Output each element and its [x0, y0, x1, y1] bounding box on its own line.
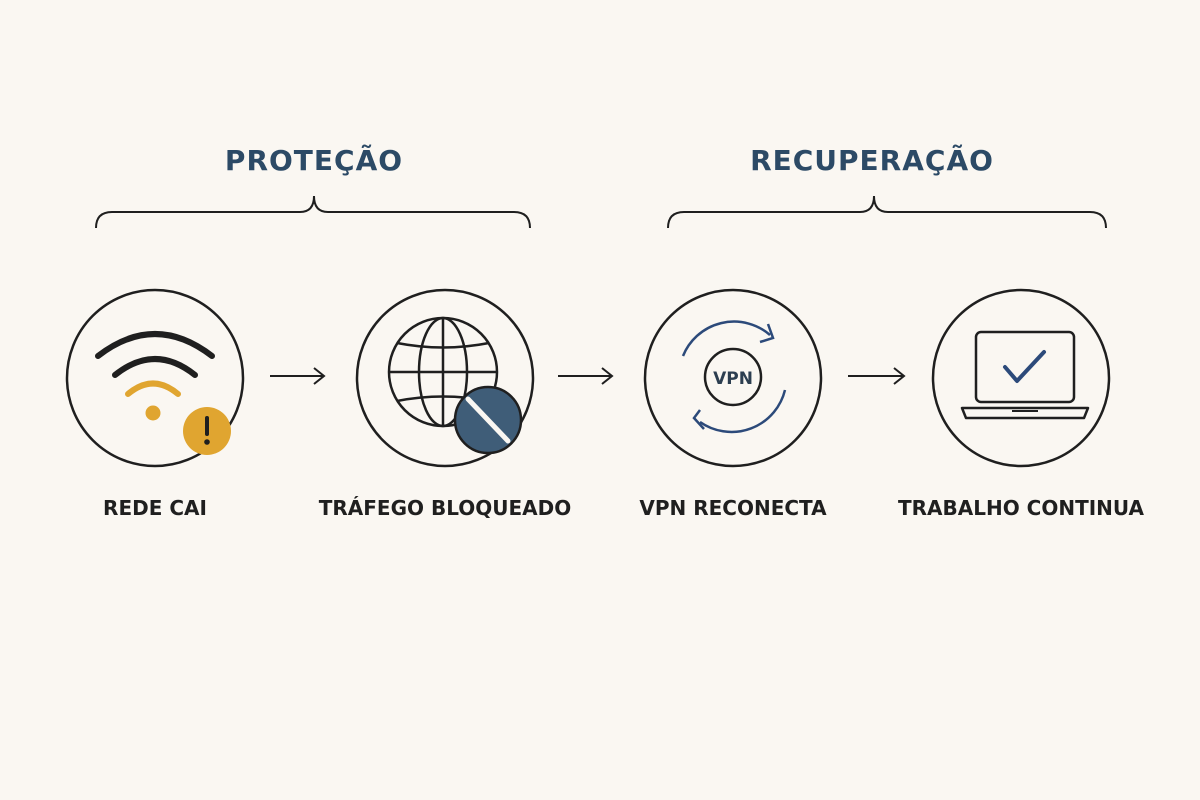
protecao-brace [95, 195, 531, 229]
group-title-recuperacao: RECUPERAÇÃO [750, 144, 994, 177]
step-label-vpn-reconecta: VPN RECONECTA [639, 496, 827, 520]
blocked-icon [453, 385, 523, 455]
recuperacao-brace [667, 195, 1107, 229]
checkmark-icon [1003, 350, 1046, 383]
group-title-protecao: PROTEÇÃO [224, 144, 404, 177]
laptop-check-icon [960, 330, 1090, 420]
globe-blocked-icon [387, 316, 523, 455]
arrow-icon [558, 367, 614, 385]
warning-icon [183, 407, 231, 455]
step-circle-2 [355, 288, 535, 468]
vpn-reconnect-icon: VPN [681, 320, 787, 434]
vpn-badge-text: VPN [713, 369, 753, 389]
step-label-trafego-bloqueado: TRÁFEGO BLOQUEADO [318, 496, 572, 520]
step-label-rede-cai: REDE CAI [103, 496, 207, 520]
step-circle-4 [931, 288, 1111, 468]
wifi-warning-icon [95, 331, 231, 455]
step-circle-3 [643, 288, 823, 468]
step-circle-1 [65, 288, 245, 468]
arrow-icon [270, 367, 326, 385]
arrow-icon [848, 367, 906, 385]
step-label-trabalho-continua: TRABALHO CONTINUA [897, 496, 1145, 520]
